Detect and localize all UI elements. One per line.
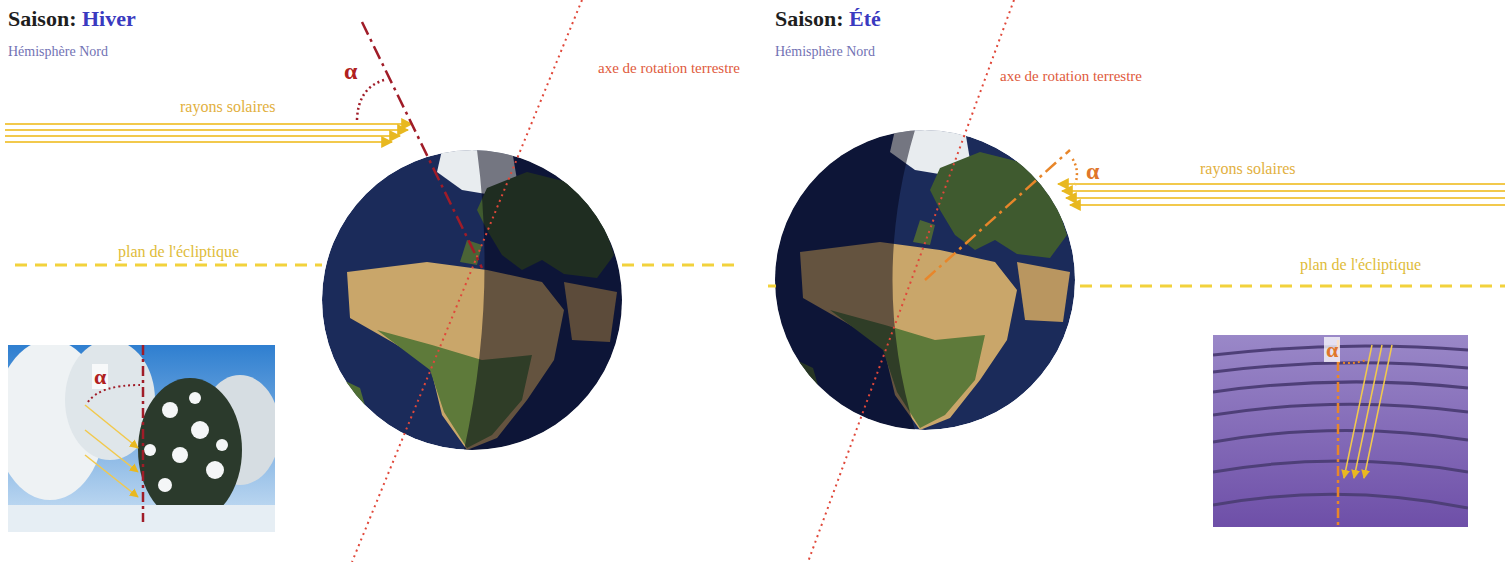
season-label: Saison: bbox=[775, 6, 843, 31]
sun-rays-label: rayons solaires bbox=[180, 98, 276, 116]
axis-label: axe de rotation terrestre bbox=[1000, 68, 1142, 85]
angle-symbol: α bbox=[92, 364, 108, 389]
ecliptic-label: plan de l'écliptique bbox=[118, 243, 239, 261]
angle-symbol: α bbox=[344, 58, 357, 86]
ecliptic-label: plan de l'écliptique bbox=[1300, 256, 1421, 274]
axis-label: axe de rotation terrestre bbox=[598, 60, 740, 77]
normal-line bbox=[925, 150, 1070, 280]
angle-symbol: α bbox=[1086, 158, 1099, 186]
normal-line bbox=[362, 22, 482, 268]
angle-arc bbox=[1072, 158, 1077, 185]
earth-globe bbox=[765, 130, 1075, 430]
season-name: Hiver bbox=[82, 6, 136, 31]
hemisphere-label: Hémisphère Nord bbox=[775, 44, 875, 60]
winter-photo bbox=[8, 345, 275, 532]
season-label: Saison: bbox=[8, 6, 76, 31]
sun-rays-label: rayons solaires bbox=[1200, 160, 1296, 178]
season-name: Été bbox=[849, 6, 881, 31]
earth-globe bbox=[322, 150, 632, 450]
sun-rays bbox=[1058, 184, 1505, 205]
sun-rays bbox=[5, 124, 412, 142]
summer-photo bbox=[1213, 335, 1468, 527]
hemisphere-label: Hémisphère Nord bbox=[8, 44, 108, 60]
ecliptic-line bbox=[768, 285, 1505, 288]
angle-symbol: α bbox=[1324, 337, 1340, 362]
rotation-axis bbox=[352, 0, 582, 562]
rotation-axis bbox=[808, 0, 1014, 562]
angle-arc bbox=[357, 80, 384, 120]
